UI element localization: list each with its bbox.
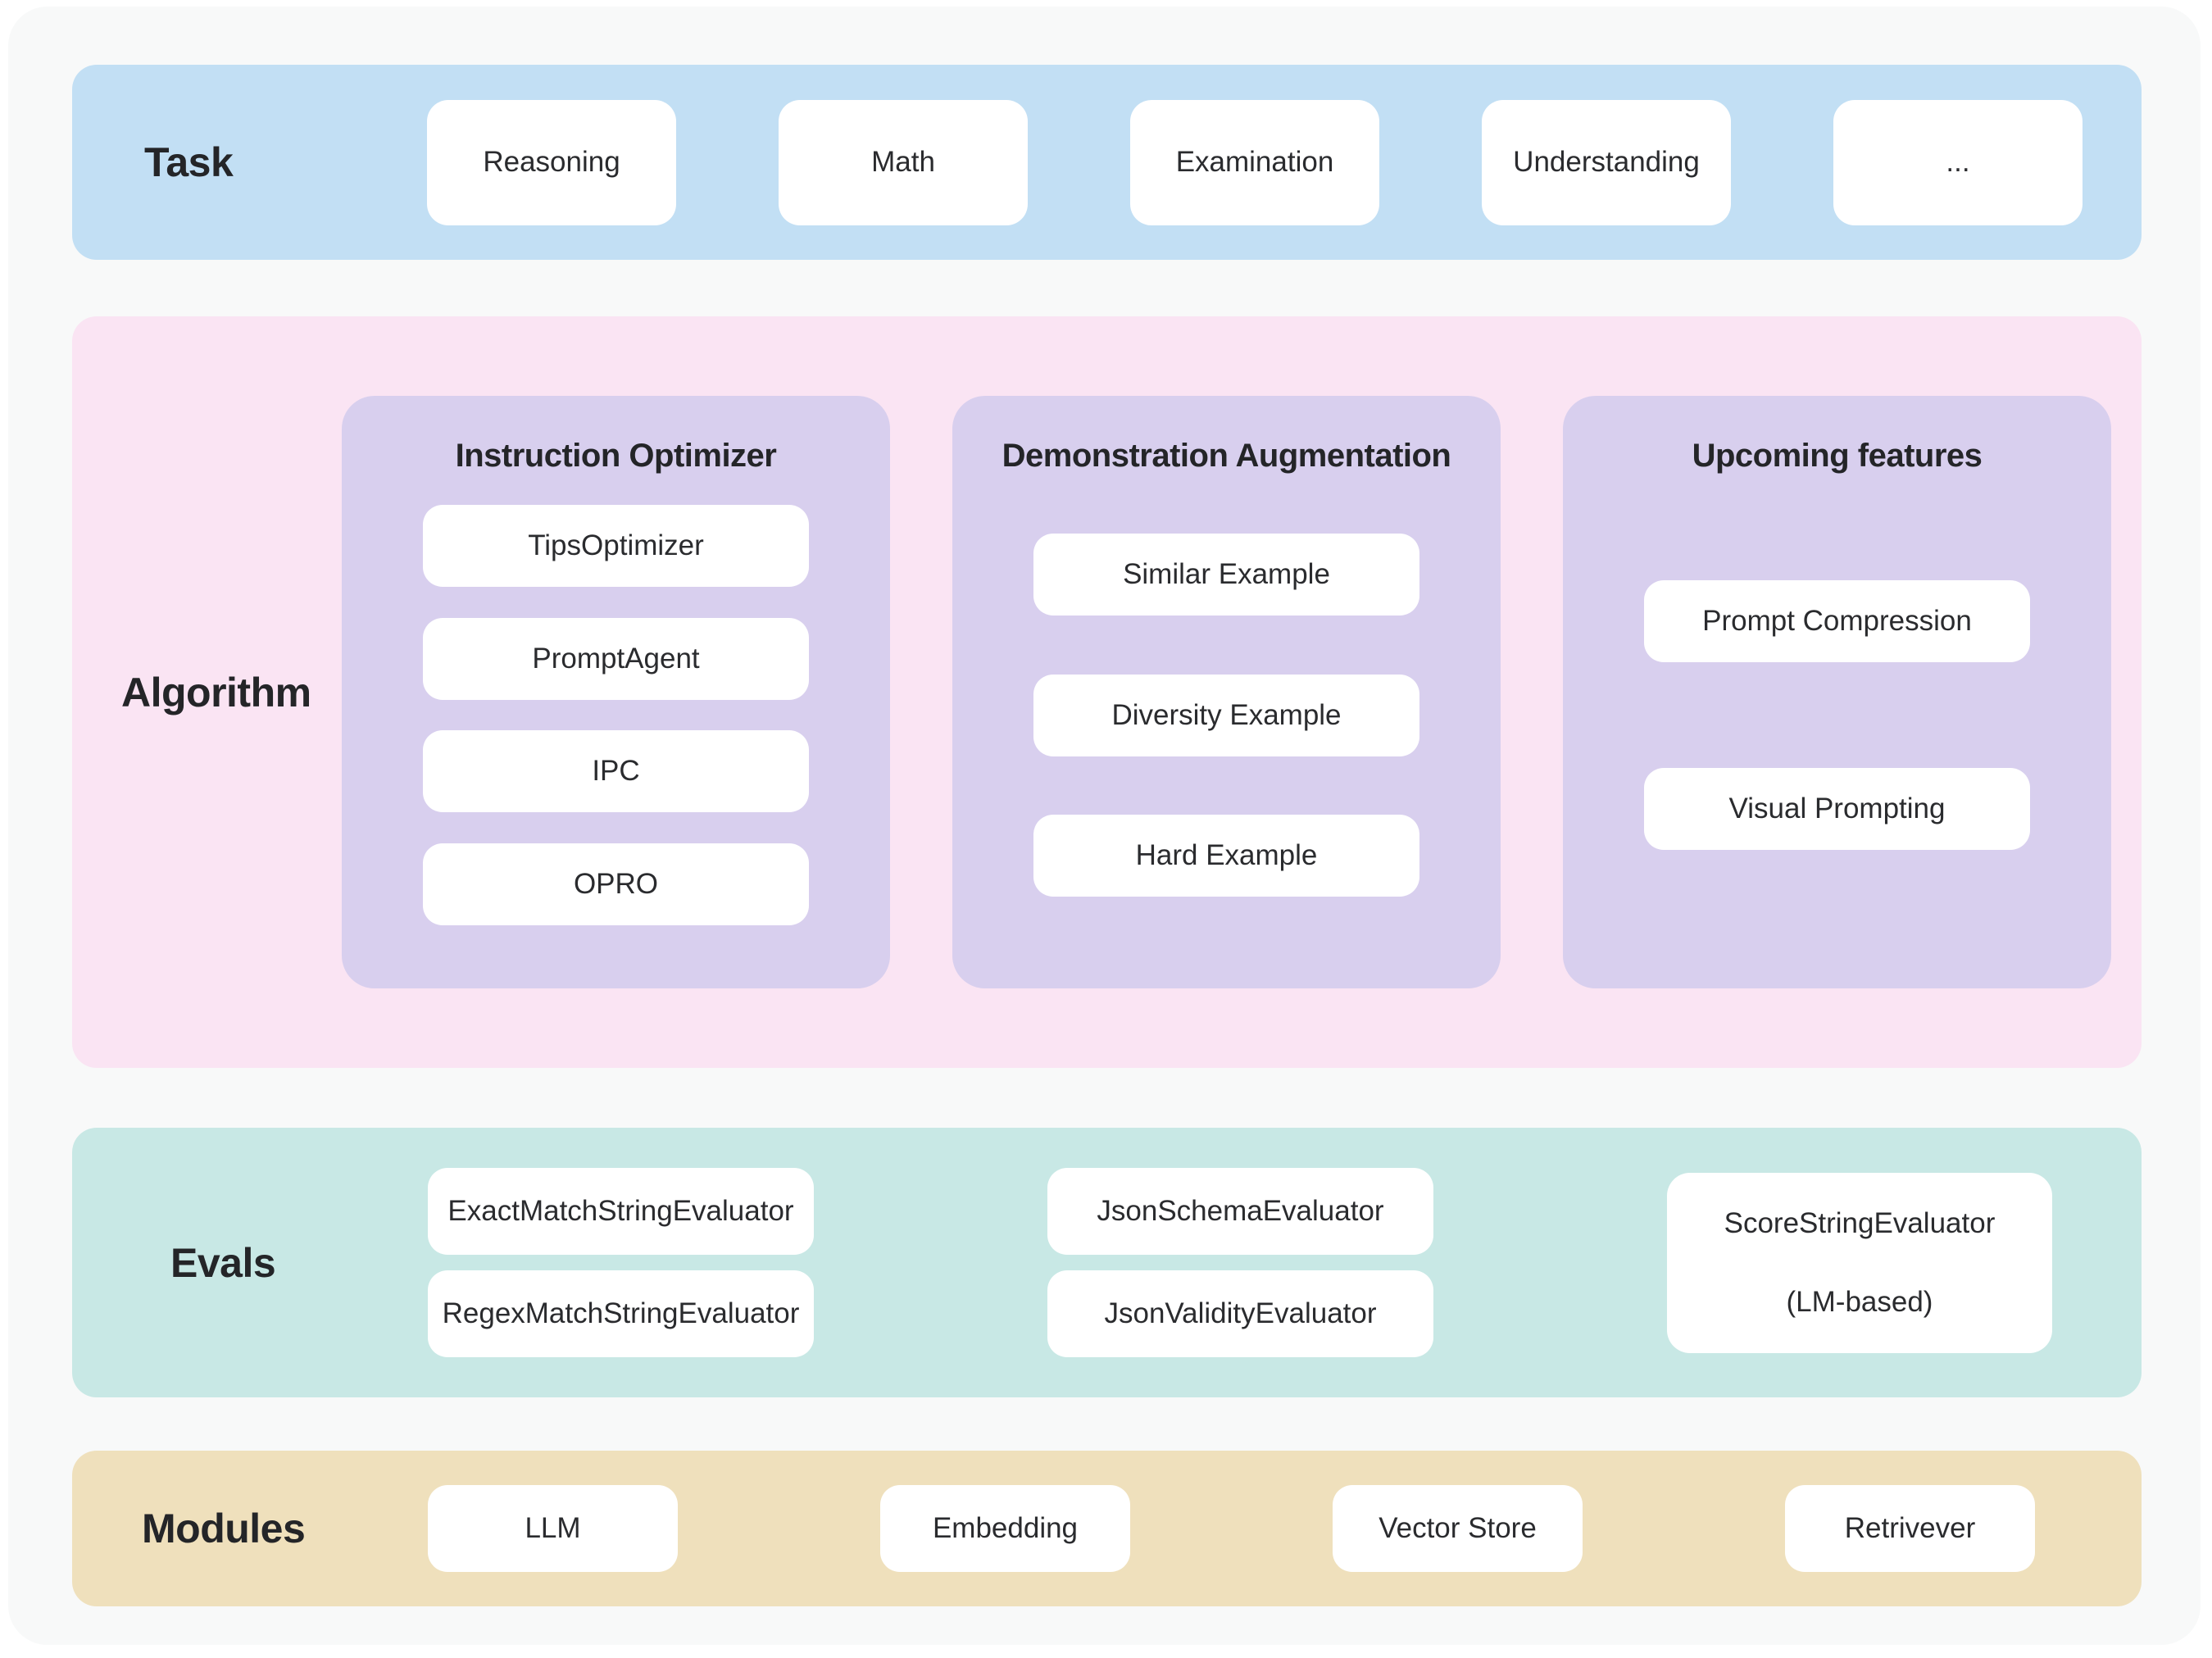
evals-item-jsonschemaevaluator: JsonSchemaEvaluator (1047, 1168, 1433, 1255)
scorestringevaluator-line-1: ScoreStringEvaluator (1724, 1206, 1996, 1239)
task-section-label-column: Task (72, 139, 427, 186)
modules-section-label: Modules (142, 1506, 306, 1551)
algorithm-item-promptagent: PromptAgent (423, 617, 809, 700)
evals-column-score: ScoreStringEvaluator (LM-based) (1667, 1172, 2052, 1353)
evals-columns-row: ExactMatchStringEvaluator RegexMatchStri… (428, 1168, 2052, 1357)
algorithm-item-tipsoptimizer: TipsOptimizer (423, 505, 809, 588)
algorithm-item-hard-example: Hard Example (1033, 815, 1419, 897)
evals-item-scorestringevaluator: ScoreStringEvaluator (LM-based) (1667, 1172, 2052, 1353)
task-item-math: Math (779, 99, 1028, 225)
evals-column-json: JsonSchemaEvaluator JsonValidityEvaluato… (1047, 1168, 1433, 1357)
algorithm-item-diversity-example: Diversity Example (1033, 674, 1419, 756)
evals-section-label-column: Evals (72, 1239, 428, 1287)
modules-section-label-column: Modules (72, 1505, 428, 1552)
evals-item-regexmatchstringevaluator: RegexMatchStringEvaluator (428, 1270, 814, 1357)
evals-section-label: Evals (170, 1239, 276, 1286)
instruction-optimizer-cards: TipsOptimizer PromptAgent IPC OPRO (366, 475, 865, 956)
module-item-embedding: Embedding (880, 1485, 1130, 1572)
algorithm-item-prompt-compression: Prompt Compression (1644, 580, 2030, 662)
algorithm-group-instruction-optimizer: Instruction Optimizer TipsOptimizer Prom… (342, 396, 890, 988)
task-items-row: Reasoning Math Examination Understanding… (427, 99, 2083, 225)
scorestringevaluator-line-2: (LM-based) (1786, 1285, 1933, 1318)
algorithm-item-similar-example: Similar Example (1033, 533, 1419, 616)
algorithm-item-opro: OPRO (423, 843, 809, 925)
modules-section: Modules LLM Embedding Vector Store Retri… (72, 1451, 2142, 1606)
module-item-vector-store: Vector Store (1333, 1485, 1583, 1572)
algorithm-section-label: Algorithm (121, 669, 311, 715)
demonstration-augmentation-title: Demonstration Augmentation (1002, 438, 1451, 474)
algorithm-section: Algorithm Instruction Optimizer TipsOpti… (72, 316, 2142, 1068)
task-item-reasoning: Reasoning (427, 99, 676, 225)
evals-column-string-match: ExactMatchStringEvaluator RegexMatchStri… (428, 1168, 814, 1357)
framework-overview-diagram: Task Reasoning Math Examination Understa… (8, 7, 2201, 1645)
upcoming-features-title: Upcoming features (1692, 438, 1983, 474)
modules-items-row: LLM Embedding Vector Store Retrivever (428, 1485, 2035, 1572)
task-item-more: ... (1833, 99, 2083, 225)
algorithm-item-ipc: IPC (423, 730, 809, 813)
algorithm-item-visual-prompting: Visual Prompting (1644, 768, 2030, 850)
instruction-optimizer-title: Instruction Optimizer (455, 438, 777, 474)
upcoming-features-cards: Prompt Compression Visual Prompting (1587, 475, 2087, 956)
evals-section: Evals ExactMatchStringEvaluator RegexMat… (72, 1128, 2142, 1397)
module-item-llm: LLM (428, 1485, 678, 1572)
task-item-understanding: Understanding (1482, 99, 1731, 225)
demonstration-augmentation-cards: Similar Example Diversity Example Hard E… (977, 475, 1476, 956)
algorithm-groups-row: Instruction Optimizer TipsOptimizer Prom… (342, 316, 2111, 1068)
algorithm-group-upcoming-features: Upcoming features Prompt Compression Vis… (1563, 396, 2111, 988)
module-item-retrivever: Retrivever (1785, 1485, 2035, 1572)
task-section-label: Task (144, 139, 234, 185)
algorithm-section-label-column: Algorithm (72, 669, 342, 716)
evals-item-exactmatchstringevaluator: ExactMatchStringEvaluator (428, 1168, 814, 1255)
evals-item-jsonvalidityevaluator: JsonValidityEvaluator (1047, 1270, 1433, 1357)
task-item-examination: Examination (1130, 99, 1379, 225)
task-section: Task Reasoning Math Examination Understa… (72, 65, 2142, 260)
algorithm-group-demonstration-augmentation: Demonstration Augmentation Similar Examp… (952, 396, 1501, 988)
